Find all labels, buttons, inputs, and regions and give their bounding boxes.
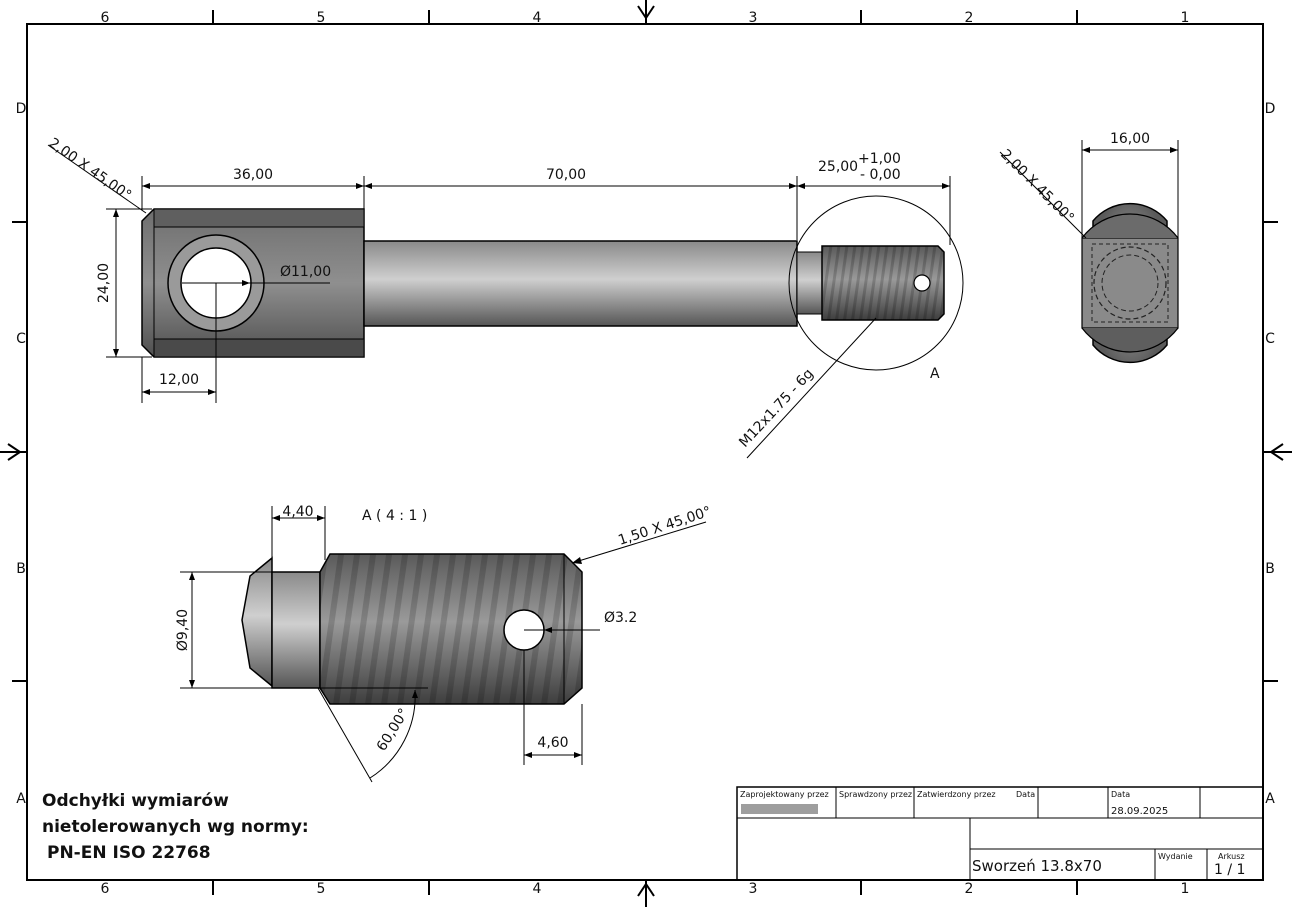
zone-col-4: 4 — [533, 10, 542, 26]
zone-col-2: 2 — [965, 10, 974, 26]
zone-col-1: 1 — [1181, 10, 1190, 26]
zone-col-1-bottom: 1 — [1181, 881, 1190, 897]
label-approved-by: Zatwierdzony przez — [917, 790, 996, 799]
zone-ticks — [12, 10, 1278, 895]
dim-tolerance-upper: +1,00 — [858, 151, 901, 167]
main-view: A 36,00 70,0 — [46, 135, 964, 459]
label-designed-by: Zaprojektowany przez — [740, 790, 829, 799]
chamfer-detail: 1,50 X 45,00° — [616, 504, 713, 549]
zone-row-d-right: D — [1265, 101, 1276, 117]
date-value: 28.09.2025 — [1111, 806, 1168, 817]
detail-title: A ( 4 : 1 ) — [362, 508, 427, 524]
thread-relief — [796, 251, 823, 315]
dim-hole-diameter: Ø11,00 — [280, 264, 331, 280]
dim-thread-length: 25,00 — [818, 159, 858, 175]
dim-detail-diameter: Ø9,40 — [175, 609, 191, 651]
detail-chamfer-end — [241, 556, 273, 688]
dim-tolerance-lower: - 0,00 — [860, 167, 901, 183]
zone-col-5: 5 — [317, 10, 326, 26]
label-edition: Wydanie — [1158, 852, 1193, 861]
label-checked-by: Sprawdzony przez — [839, 790, 912, 799]
tolerance-note: Odchyłki wymiarów nietolerowanych wg nor… — [42, 788, 309, 866]
label-date-1: Data — [1016, 790, 1035, 799]
detail-circle-a — [788, 195, 964, 371]
sheet-border — [26, 23, 1264, 881]
designer-redacted — [741, 804, 818, 814]
zone-col-3: 3 — [749, 10, 758, 26]
zone-row-c-right: C — [1265, 331, 1275, 347]
zone-row-a: A — [16, 791, 26, 807]
title-block — [736, 786, 1264, 881]
note-line-3: PN-EN ISO 22768 — [47, 843, 211, 863]
zone-labels: 6 5 4 3 2 1 6 5 4 3 2 1 D C B A D C B A — [16, 10, 1276, 897]
threaded-end — [821, 245, 945, 321]
thread-spec: M12x1.75 - 6g — [736, 366, 817, 451]
zone-col-6: 6 — [101, 10, 110, 26]
dim-eye-length: 36,00 — [233, 167, 273, 183]
sheet-value: 1 / 1 — [1214, 862, 1245, 878]
detail-groove — [271, 571, 321, 689]
zone-row-a-right: A — [1265, 791, 1275, 807]
part-name: Sworzeń 13.8x70 — [972, 857, 1102, 875]
chamfer-main: 2,00 X 45,00° — [46, 135, 134, 204]
shaft — [363, 240, 798, 327]
zone-row-b: B — [16, 561, 26, 577]
detail-label: A — [930, 366, 940, 382]
dim-angle: 60,00° — [374, 706, 413, 754]
dim-shaft-length: 70,00 — [546, 167, 586, 183]
zone-col-5-bottom: 5 — [317, 881, 326, 897]
dim-pin-hole: Ø3.2 — [604, 610, 637, 626]
zone-col-2-bottom: 2 — [965, 881, 974, 897]
label-sheet: Arkusz — [1218, 852, 1245, 861]
dim-hole-offset: 12,00 — [159, 372, 199, 388]
zone-col-3-bottom: 3 — [749, 881, 758, 897]
label-date-2: Data — [1111, 790, 1130, 799]
zone-row-d: D — [16, 101, 27, 117]
zone-row-c: C — [16, 331, 26, 347]
zone-col-4-bottom: 4 — [533, 881, 542, 897]
zone-row-b-right: B — [1265, 561, 1275, 577]
chamfer-end: 2,00 X 45,00° — [997, 147, 1077, 227]
note-line-1: Odchyłki wymiarów — [42, 791, 229, 811]
end-view: 16,00 2,00 X 45,00° — [997, 131, 1179, 364]
dim-hole-position: 4,60 — [537, 735, 568, 751]
dim-height: 24,00 — [96, 263, 112, 303]
detail-view: A ( 4 : 1 ) — [175, 504, 713, 783]
note-line-2: nietolerowanych wg normy: — [42, 817, 309, 837]
zone-col-6-bottom: 6 — [101, 881, 110, 897]
dim-end-width: 16,00 — [1110, 131, 1150, 147]
dim-groove: 4,40 — [282, 504, 313, 520]
